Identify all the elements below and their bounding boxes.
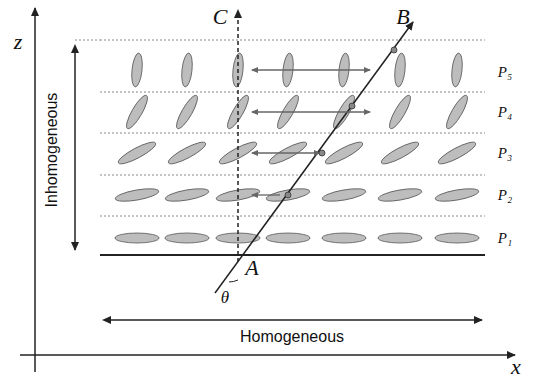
lc-molecule — [321, 186, 366, 203]
lc-molecule — [393, 53, 406, 88]
layer-label: P₂ — [498, 188, 512, 203]
lc-molecule — [116, 139, 158, 168]
point-label: A — [245, 257, 258, 279]
layer-separators — [75, 40, 485, 216]
period-arrows — [252, 70, 370, 195]
z-axis — [34, 8, 36, 372]
lc-molecule — [379, 139, 421, 168]
lc-molecule — [435, 233, 479, 243]
lc-molecule — [323, 139, 365, 168]
angle-arc — [229, 280, 238, 282]
lc-molecule — [130, 53, 143, 88]
lc-molecule — [115, 233, 159, 243]
lc-molecule — [164, 186, 209, 203]
axis-label: z — [14, 31, 23, 53]
lc-molecule — [165, 233, 209, 243]
lc-molecule — [378, 233, 422, 243]
layer-label: P₃ — [498, 146, 512, 161]
molecules — [114, 53, 479, 243]
lc-molecule — [434, 186, 479, 203]
layer-label: P₄ — [498, 105, 512, 120]
region-label: Inhomogeneous — [44, 93, 60, 208]
angle-label: θ — [221, 289, 229, 306]
layer-label: P₁ — [498, 231, 512, 246]
lc-molecule — [377, 186, 422, 203]
lc-molecule — [266, 233, 310, 243]
axis-label: x — [511, 356, 521, 378]
lc-molecule — [166, 139, 208, 168]
lc-molecule — [450, 53, 463, 88]
homogeneous-arrow — [104, 319, 482, 321]
lc-molecule — [322, 233, 366, 243]
substrate-line — [100, 254, 485, 256]
lc-molecule — [114, 186, 159, 203]
lc-molecule — [180, 53, 193, 88]
lc-molecule — [386, 93, 414, 131]
point-label: B — [396, 6, 409, 28]
intersection-dots — [285, 47, 397, 198]
region-label: Homogeneous — [240, 329, 344, 345]
x-axis — [20, 354, 515, 356]
inhomogeneous-arrow — [74, 46, 76, 250]
normal-line — [237, 10, 239, 262]
lc-molecule — [443, 93, 471, 131]
light-ray — [215, 22, 413, 293]
lc-molecule — [436, 139, 478, 168]
layer-label: P₅ — [498, 65, 512, 80]
point-label: C — [213, 6, 228, 28]
lc-molecule — [123, 93, 151, 131]
lc-molecule — [173, 93, 201, 131]
